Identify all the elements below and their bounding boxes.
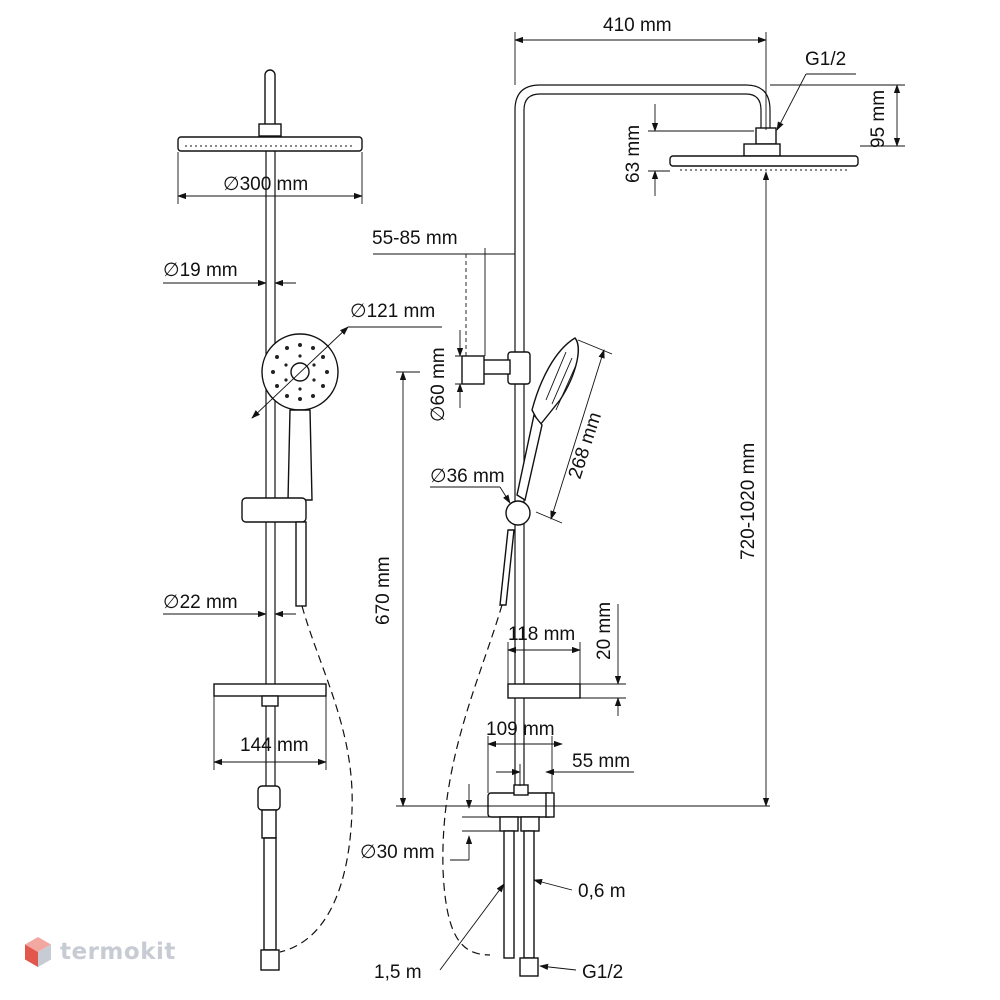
hose-long-label: 1,5 m bbox=[374, 962, 422, 983]
side-knob bbox=[505, 500, 531, 526]
connector-top-label: G1/2 bbox=[805, 49, 846, 70]
shelf-depth-label: 118 mm bbox=[508, 624, 575, 645]
side-view: 410 mm G1/2 95 mm 63 mm 55-85 mm ∅60 mm bbox=[360, 15, 905, 983]
side-shelf bbox=[507, 683, 581, 699]
front-diverter bbox=[257, 785, 281, 811]
top-width-label: 410 mm bbox=[603, 15, 672, 36]
brand-logo-icon bbox=[25, 937, 51, 967]
side-rain-head bbox=[669, 155, 859, 167]
shelf-width-label: 144 mm bbox=[240, 735, 309, 756]
bracket-size-label: ∅60 mm bbox=[428, 347, 449, 422]
front-arm-nut bbox=[258, 123, 282, 137]
hose-short-label: 0,6 m bbox=[578, 881, 626, 902]
front-flex-hose bbox=[279, 605, 353, 953]
slide-range-label: 55-85 mm bbox=[372, 228, 458, 249]
handshower-diameter-label: ∅121 mm bbox=[350, 301, 435, 322]
head-height-total-label: 95 mm bbox=[868, 90, 889, 148]
side-head-connector bbox=[755, 127, 777, 145]
brand-name: termokit bbox=[60, 939, 176, 965]
front-rain-head bbox=[177, 136, 363, 152]
side-hose-long bbox=[503, 830, 515, 959]
side-flex-hose bbox=[442, 604, 503, 956]
rail-diameter-label: ∅19 mm bbox=[163, 260, 238, 281]
lower-rail-diameter-label: ∅22 mm bbox=[163, 592, 238, 613]
handshower-length-label: 268 mm bbox=[565, 410, 606, 482]
side-arm bbox=[514, 84, 771, 128]
head-height-lower-label: 63 mm bbox=[623, 125, 644, 183]
mixer-offset-label: 55 mm bbox=[572, 751, 630, 772]
front-handshower-handle bbox=[287, 409, 313, 501]
brand: termokit bbox=[24, 936, 176, 968]
knob-diameter-label: ∅36 mm bbox=[430, 466, 505, 487]
mixer-width-label: 109 mm bbox=[486, 719, 555, 740]
front-shelf bbox=[213, 683, 327, 697]
outlet-diameter-label: ∅30 mm bbox=[360, 842, 435, 863]
front-lower-hose bbox=[263, 837, 277, 951]
side-mixer bbox=[487, 792, 553, 818]
head-diameter-label: ∅300 mm bbox=[223, 174, 308, 195]
front-view: ∅300 mm ∅19 mm ∅121 mm ∅22 mm 144 mm bbox=[163, 69, 442, 971]
side-slider bbox=[507, 351, 531, 385]
connector-bottom-label: G1/2 bbox=[582, 962, 623, 983]
front-arm bbox=[264, 69, 276, 129]
overall-height-label: 720-1020 mm bbox=[738, 443, 759, 560]
mixer-height-label: 670 mm bbox=[373, 556, 394, 625]
side-hose-short bbox=[523, 830, 535, 959]
shelf-height-label: 20 mm bbox=[594, 602, 615, 660]
front-holder bbox=[241, 497, 307, 523]
